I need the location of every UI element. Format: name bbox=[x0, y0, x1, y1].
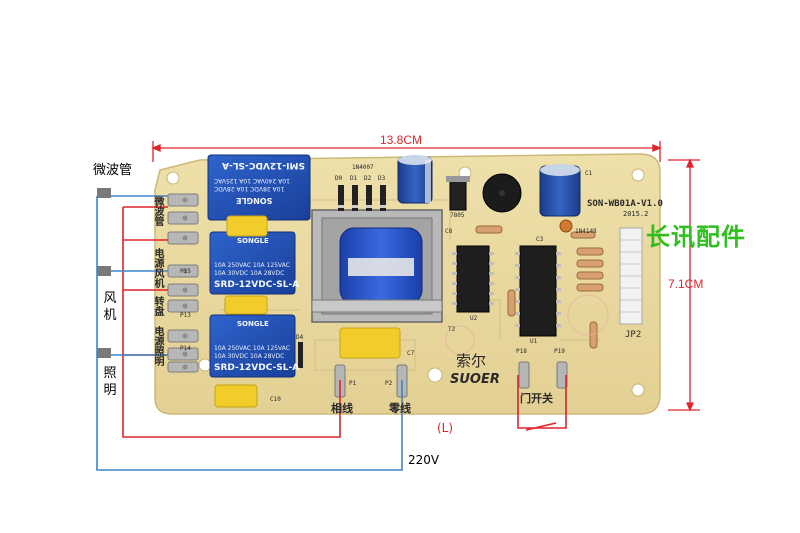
microwave-label: 微波管 bbox=[93, 163, 133, 178]
silk-microwave: 微波管 bbox=[152, 196, 163, 226]
pcb-model: SON-WB01A-V1.0 bbox=[587, 199, 663, 209]
diode-d2: D2 bbox=[364, 175, 372, 182]
c3-label: C3 bbox=[536, 236, 544, 243]
u1-label: U1 bbox=[530, 338, 538, 345]
p19-label: P19 bbox=[554, 348, 565, 355]
silk-live-terminal: 相线 bbox=[331, 402, 353, 415]
diode-part-label: 1N4007 bbox=[352, 164, 374, 171]
relay-top-rating-2: 10A 28VDC 10A 28VDC bbox=[214, 185, 285, 192]
relay-top-model: SMI-12VDC-SL-A bbox=[222, 160, 305, 170]
c1-label: C1 bbox=[585, 170, 593, 177]
relay-bot-brand: SONGLE bbox=[237, 320, 269, 328]
p2-label: P2 bbox=[385, 380, 393, 387]
diode-d3: D3 bbox=[378, 175, 386, 182]
relay-mid-brand: SONGLE bbox=[237, 237, 269, 245]
light-label-2: 明 bbox=[103, 383, 117, 398]
u2-label: U2 bbox=[470, 315, 478, 322]
pcb-year: 2015.2 bbox=[623, 210, 649, 218]
p15-label: P15 bbox=[180, 268, 191, 275]
light-label-1: 照 bbox=[103, 366, 117, 381]
relay-bot bbox=[209, 314, 296, 378]
diode-d4: D4 bbox=[296, 334, 304, 341]
live-line-label: (L) bbox=[437, 421, 454, 435]
relay-mid-rating-1: 10A 250VAC 10A 125VAC bbox=[214, 262, 290, 269]
p14-label: P14 bbox=[180, 345, 191, 352]
ic-u2 bbox=[456, 245, 490, 313]
silk-door-switch: 门开关 bbox=[520, 392, 553, 405]
silk-power-light: 电源照明 bbox=[152, 326, 163, 366]
voltage-label: 220V bbox=[408, 453, 440, 467]
silk-neutral-terminal: 零线 bbox=[389, 402, 411, 415]
relay-bot-rating-1: 10A 250VAC 10A 125VAC bbox=[214, 345, 290, 352]
diode-d1: D1 bbox=[350, 175, 358, 182]
electrolytic-caps bbox=[397, 155, 581, 217]
p18-label: P18 bbox=[516, 348, 527, 355]
t2-label: T2 bbox=[448, 326, 456, 333]
fan-label-1: 风 bbox=[103, 291, 117, 306]
c10-label: C10 bbox=[270, 396, 281, 403]
silk-turntable: 转盘 bbox=[152, 296, 163, 316]
transformer bbox=[311, 209, 443, 323]
p13-label: P13 bbox=[180, 312, 191, 319]
height-dimension-label: 7.1CM bbox=[668, 277, 704, 291]
p1-label: P1 bbox=[349, 380, 357, 387]
relay-bot-model: SRD-12VDC-SL-A bbox=[214, 363, 300, 373]
c8-label: C8 bbox=[445, 228, 453, 235]
q-part-label: 1N4148 bbox=[575, 228, 597, 235]
relay-mid-model: SRD-12VDC-SL-A bbox=[214, 280, 300, 290]
c7-label: C7 bbox=[407, 350, 415, 357]
jp2-label: JP2 bbox=[625, 330, 642, 340]
wire-markers bbox=[97, 188, 111, 358]
fan-label-2: 机 bbox=[103, 308, 117, 323]
diodes bbox=[298, 185, 386, 368]
relay-bot-rating-2: 10A 30VDC 10A 28VDC bbox=[214, 353, 285, 360]
ic-u1 bbox=[519, 245, 557, 337]
dimension-lines bbox=[151, 141, 700, 412]
regulator-label: 7805 bbox=[450, 212, 465, 219]
relay-mid-rating-2: 10A 30VDC 10A 28VDC bbox=[214, 270, 285, 277]
pcb-brand-cn: 索尔 bbox=[456, 352, 487, 370]
silk-power-fan: 电源风机 bbox=[152, 248, 163, 288]
shop-watermark: 长讯配件 bbox=[646, 223, 746, 251]
relay-top-rating-1: 10A 240VAC 10A 125VAC bbox=[214, 177, 290, 184]
diode-d0: D0 bbox=[335, 175, 343, 182]
wires-red bbox=[122, 206, 567, 438]
pcb-brand-en: SUOER bbox=[450, 372, 500, 387]
relay-top-brand: SONGLE bbox=[236, 196, 273, 205]
resistors bbox=[475, 225, 604, 349]
door-switch-symbol bbox=[525, 422, 557, 431]
width-dimension-label: 13.8CM bbox=[380, 133, 423, 147]
